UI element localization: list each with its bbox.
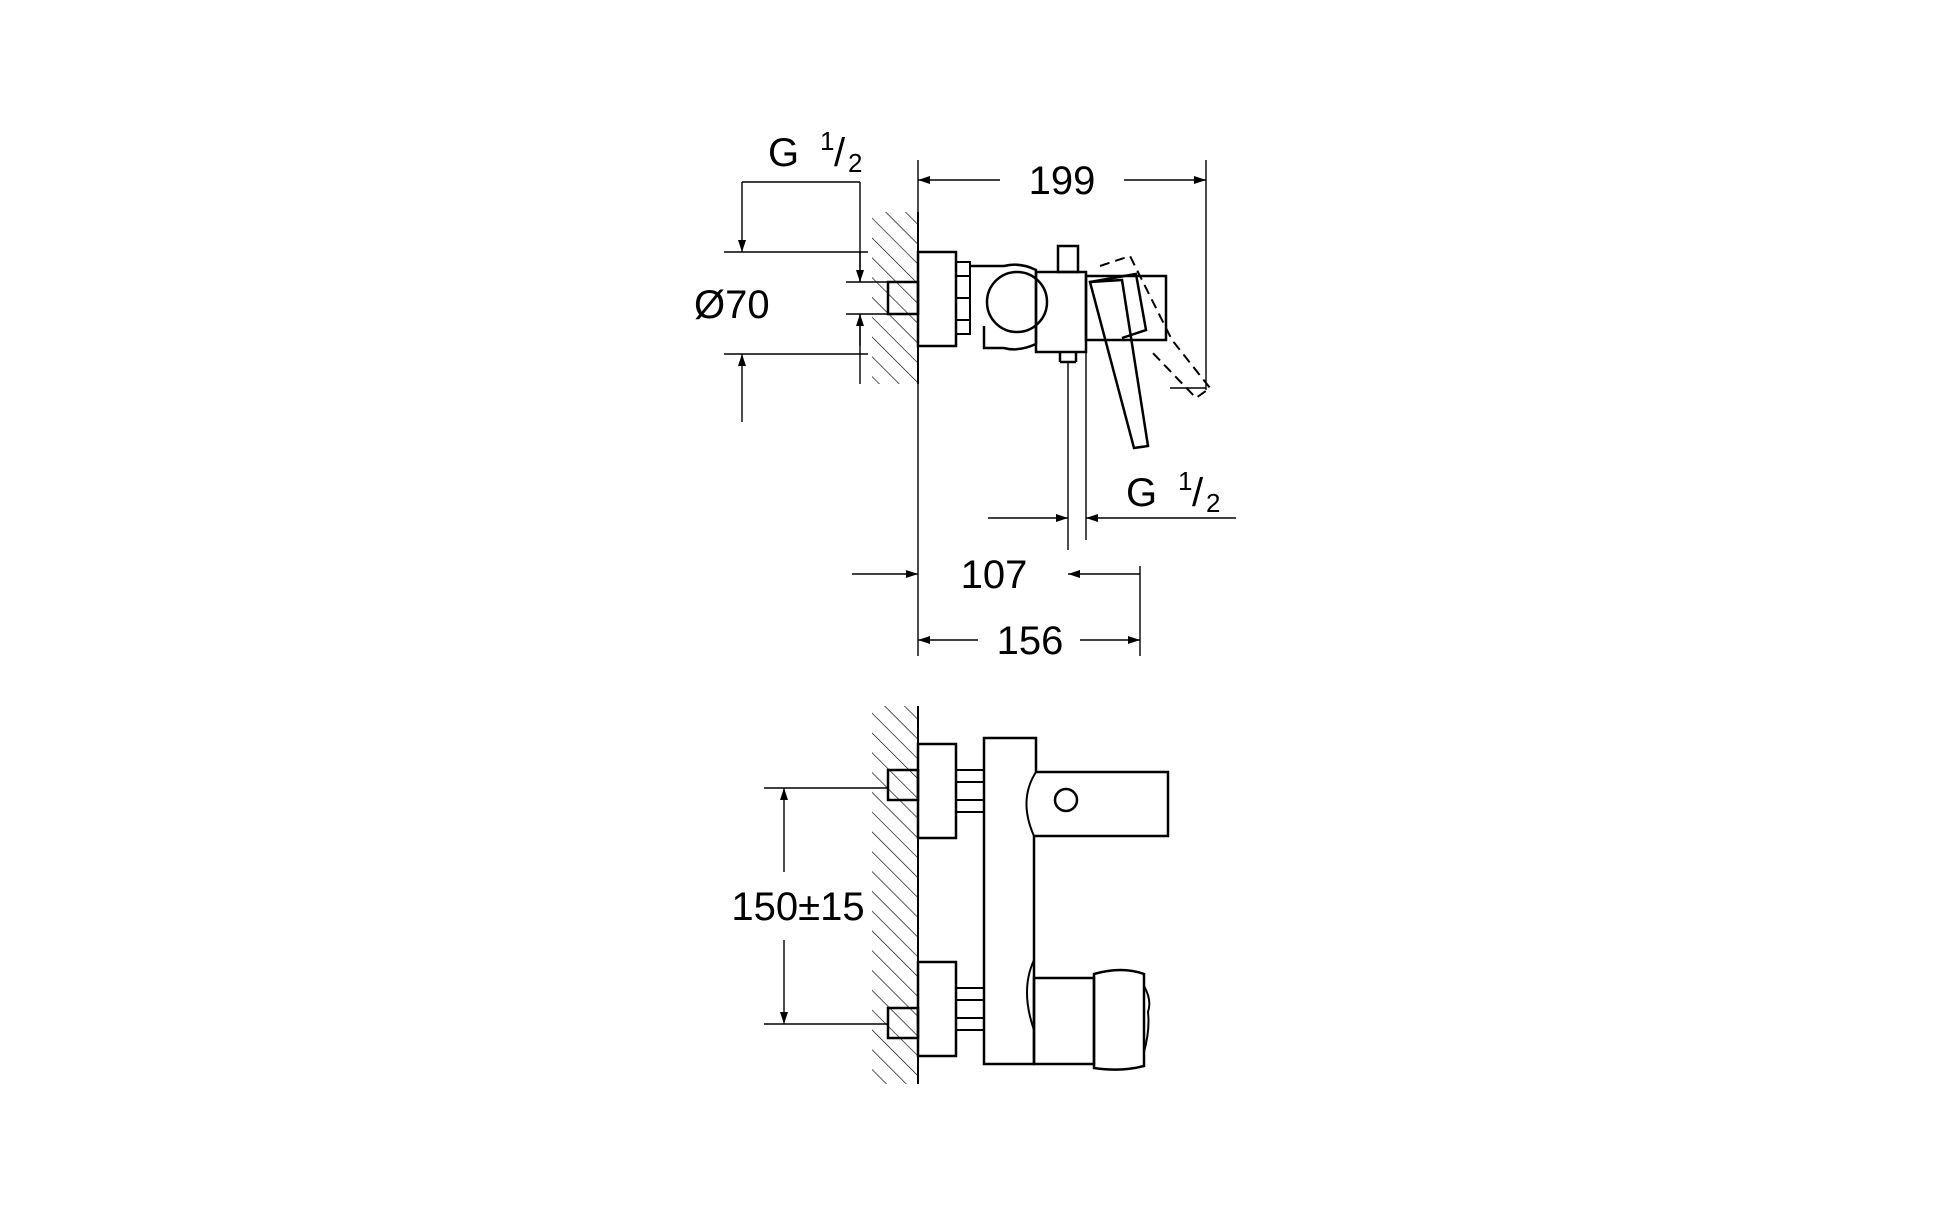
front-inlet-top [886,742,985,840]
front-control-knob [1032,968,1151,1071]
depth-small-dimension: 107 [852,384,1141,656]
thread-bottom-denominator: 2 [1206,488,1220,518]
thread-bottom-numerator: 1 [1178,466,1192,496]
depth-small-label: 107 [961,553,1028,597]
thread-bottom-letter: G [1126,471,1157,515]
thread-top-letter: G [768,131,799,175]
depth-large-dimension: 156 [918,619,1140,663]
thread-top-slash: / [834,131,846,175]
thread-bottom-slash: / [1192,471,1204,515]
front-inlet-bottom [886,960,985,1058]
side-wall [872,212,919,384]
diameter-dimension: Ø70 [694,182,868,422]
thread-top-denominator: 2 [848,148,862,178]
front-mixer-body [982,736,1170,1066]
front-view: 150±15 [731,706,1170,1084]
side-inlet-connector [886,250,971,348]
spacing-label: 150±15 [731,885,864,929]
diameter-label: Ø70 [694,283,770,327]
thread-top-dimension: G 1 / 2 [742,126,888,384]
side-view: G 1 / 2 Ø70 199 [694,126,1236,663]
width-overall-dimension: 199 [917,159,1207,390]
front-outlet-circle [1053,787,1079,813]
width-overall-label: 199 [1029,159,1096,203]
side-lever [1088,254,1212,450]
depth-large-label: 156 [997,619,1064,663]
side-mixer-body [970,244,1168,364]
spacing-dimension: 150±15 [731,787,888,1025]
thread-bottom-dimension: G 1 / 2 [988,352,1236,550]
front-wall [872,706,919,1084]
thread-top-numerator: 1 [820,126,834,156]
